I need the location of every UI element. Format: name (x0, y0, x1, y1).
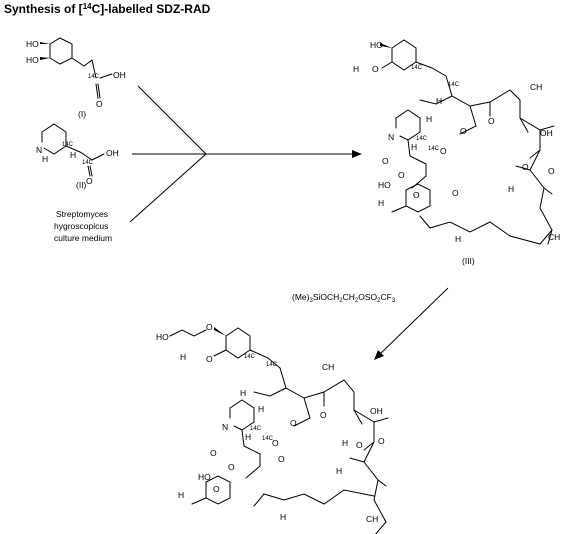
methyl-label: CH (548, 232, 560, 242)
reagent-label: (Me)3SiOCH2CH2OSO2CF3 (292, 292, 396, 304)
methoxy-o-label: O (206, 354, 213, 364)
compound-III-label: (III) (462, 256, 475, 266)
carbonyl-o-label: O (96, 99, 103, 109)
hydrogen-label: H (42, 154, 48, 164)
methyl-label: H (180, 352, 186, 362)
isotope-label: 14C (82, 160, 94, 166)
methoxy-o-label: O (522, 162, 529, 172)
methoxy-o-label: O (278, 454, 285, 464)
methyl-label: CH (322, 362, 334, 372)
methyl-label: H (455, 234, 461, 244)
isotope-label: 14C (411, 65, 423, 71)
compound-I-label: (I) (78, 109, 86, 119)
methyl-label: H (378, 198, 384, 208)
methyl-label: H (280, 512, 286, 522)
hydroxyl-label: OH (106, 148, 119, 158)
ester-o-label: O (460, 126, 467, 136)
carbonyl-o-label: O (398, 170, 405, 180)
hydroxyl-label: HO (370, 40, 383, 50)
isotope-label: 14C (428, 146, 440, 152)
converging-arrow (129, 85, 362, 223)
carbonyl-o-label: O (86, 176, 93, 186)
carbonyl-o-label: O (210, 448, 217, 458)
condition-line: culture medium (54, 233, 112, 243)
hydroxyl-label: HO (26, 39, 39, 49)
methyl-label: CH (530, 82, 542, 92)
carbonyl-o-label: O (272, 438, 279, 448)
conditions: Streptomyces hygroscopicus culture mediu… (54, 209, 112, 243)
hydroxyl-label: HO (26, 55, 39, 65)
isotope-label: 14C (250, 426, 262, 432)
condition-line: hygroscopicus (54, 221, 108, 231)
methyl-label: H (353, 64, 359, 74)
carbonyl-o-label: O (382, 156, 389, 166)
compound-II: N H 14C H 14C OH O (II) (36, 123, 119, 190)
hydroxyl-label: OH (540, 128, 553, 138)
hydroxyl-label: OH (113, 70, 126, 80)
methyl-label: H (336, 466, 342, 476)
hydrogen-label: H (411, 142, 417, 152)
ester-o-label: O (290, 418, 297, 428)
hydroxyl-label: HO (198, 472, 211, 482)
nitrogen-label: N (388, 132, 394, 142)
carbonyl-o-label: O (488, 116, 495, 126)
compound-III: HO O H 14C 14C H N H 14C 14C O O O O HO (353, 39, 560, 266)
methyl-label: H (178, 490, 184, 500)
methoxy-o-label: O (356, 440, 363, 450)
carbonyl-o-label: O (378, 436, 385, 446)
methoxy-o-label: O (452, 188, 459, 198)
compound-II-label: (II) (76, 180, 87, 190)
hydrogen-label: H (70, 150, 76, 160)
hydrogen-label: H (245, 432, 251, 442)
hydroxyl-label: HO (156, 332, 169, 342)
hydrogen-label: H (258, 404, 264, 414)
methyl-label: H (342, 438, 348, 448)
isotope-label: 14C (416, 136, 428, 142)
methyl-label: CH (366, 514, 378, 524)
compound-I: HO HO 14C OH O (I) (26, 37, 126, 119)
isotope-label: 14C (88, 74, 100, 80)
nitrogen-label: N (222, 422, 228, 432)
hydrogen-label: H (426, 114, 432, 124)
carbonyl-o-label: O (440, 146, 447, 156)
pyran-o-label: O (413, 190, 420, 200)
isotope-label: 14C (448, 82, 460, 88)
pyran-o-label: O (213, 484, 220, 494)
condition-line: Streptomyces (56, 209, 108, 219)
nitrogen-label: N (36, 145, 42, 155)
isotope-label: 14C (244, 354, 256, 360)
ether-o-label: O (206, 322, 213, 332)
hydroxyl-label: HO (378, 180, 391, 190)
isotope-label: 14C (266, 362, 278, 368)
methyl-label: H (240, 388, 246, 398)
hydroxyl-label: OH (370, 406, 383, 416)
carbonyl-o-label: O (228, 462, 235, 472)
methyl-label: H (508, 184, 514, 194)
methyl-label: H (436, 96, 442, 106)
isotope-label: 14C (62, 142, 74, 148)
scheme-title: Synthesis of [14C]-labelled SDZ-RAD (4, 2, 211, 16)
methoxy-o-label: O (372, 64, 379, 74)
product-sdz-rad: HO O O H 14C 14C H N H 14C 14C (156, 322, 389, 534)
reagent-step: (Me)3SiOCH2CH2OSO2CF3 (292, 287, 449, 360)
isotope-label: 14C (262, 436, 274, 442)
carbonyl-o-label: O (548, 166, 555, 176)
carbonyl-o-label: O (320, 410, 327, 420)
